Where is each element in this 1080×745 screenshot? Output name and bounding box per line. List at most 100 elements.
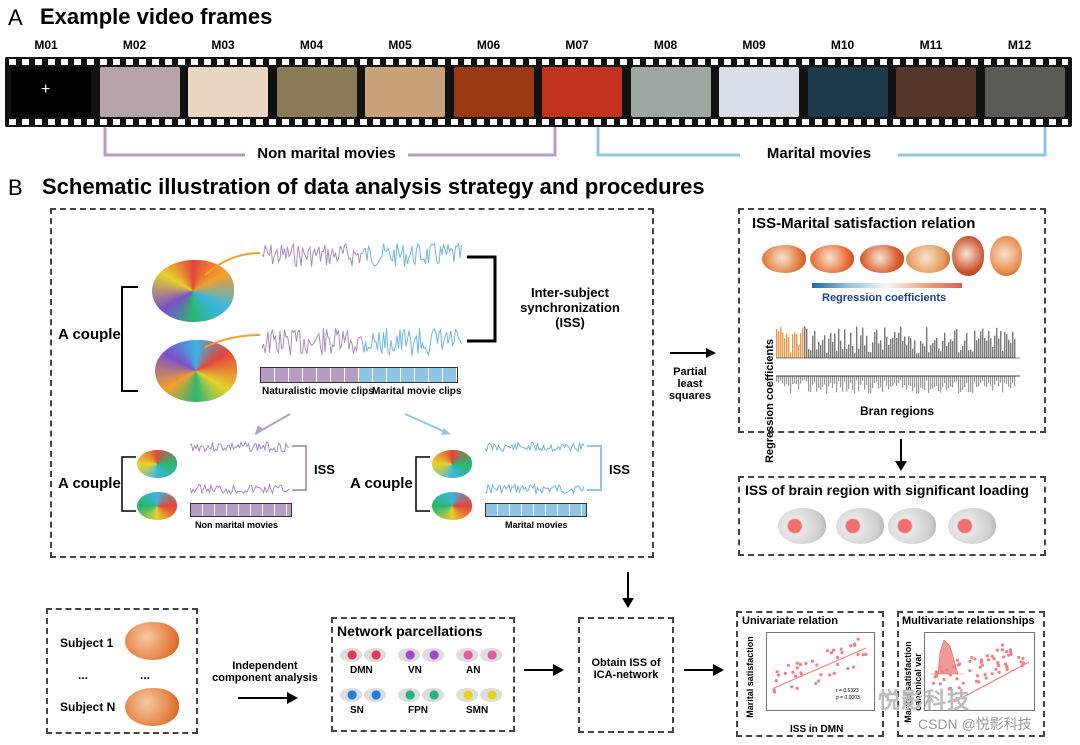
- panel-a-title: Example video frames: [40, 4, 273, 29]
- clips-right-label: Marital movie clips: [372, 386, 462, 397]
- ica-label-line2: component analysis: [212, 672, 318, 684]
- panel-b-letter: B: [8, 175, 23, 200]
- significant-title: ISS of brain region with significant loa…: [745, 482, 1029, 498]
- network-brain-dmn-2: [364, 648, 386, 662]
- sub-brace-right: [415, 456, 430, 512]
- network-label-sn: SN: [350, 705, 364, 716]
- movie-label-m05: M05: [388, 38, 412, 52]
- network-brain-vn: [398, 648, 420, 662]
- significant-brain-2: [836, 508, 884, 544]
- sub-brace-left: [121, 456, 136, 512]
- pls-label-line2: squares: [668, 390, 712, 402]
- network-box: [331, 617, 515, 732]
- subject-1-brain: [125, 622, 179, 660]
- sub-signal-4: [485, 482, 585, 496]
- clip-strip-marital: [359, 368, 457, 382]
- video-frame-m08: [630, 67, 711, 117]
- movie-label-m03: M03: [211, 38, 235, 52]
- network-brain-dmn: [340, 648, 362, 662]
- couple-label: A couple: [58, 326, 121, 343]
- subject-dots-left: ...: [78, 668, 89, 682]
- pls-arrow: [670, 348, 716, 358]
- multivariate-box: [897, 611, 1045, 737]
- down-arrow-2: [622, 572, 634, 608]
- video-frame-m10: [807, 67, 888, 117]
- subject-n-label: Subject N: [60, 700, 116, 714]
- sub-movies-right: Marital movies: [505, 520, 568, 530]
- sub-signal-2: [190, 483, 290, 496]
- subject-n-brain: [125, 688, 179, 726]
- watermark-csdn: CSDN @悦影科技: [918, 716, 1032, 732]
- network-label-an: AN: [466, 665, 481, 676]
- movie-label-m10: M10: [830, 38, 855, 52]
- regression-colorbar-label: Regression coefficients: [822, 292, 947, 304]
- relation-brain-5: [952, 236, 984, 276]
- network-brain-fpn: [398, 688, 420, 702]
- movie-label-m04: M04: [299, 38, 324, 52]
- sub-brain-2: [137, 492, 177, 520]
- relation-brain-1: [762, 245, 806, 273]
- non-marital-bracket-left: [103, 127, 245, 157]
- ica-label: Independent component analysis: [210, 660, 320, 684]
- movie-label-m08: M08: [653, 38, 678, 52]
- significant-box: [738, 476, 1046, 556]
- network-brain-sn-2: [364, 688, 386, 702]
- uni-stats-p: p = 0.0003: [836, 695, 860, 701]
- sub-brain-3: [432, 450, 472, 478]
- univariate-box: [736, 611, 884, 737]
- video-frame-m11: [896, 67, 976, 117]
- significant-brain-3: [888, 508, 936, 544]
- non-marital-bracket-right: [408, 127, 557, 157]
- obtain-label-line2: ICA-network: [593, 669, 659, 681]
- iss-label-line2: synchronization (ISS): [520, 300, 620, 330]
- clip-strip: [260, 367, 458, 383]
- reg-xlabel: Bran regions: [860, 404, 935, 418]
- video-frame-m05: [365, 67, 445, 117]
- significant-brain-4: [948, 508, 996, 544]
- to-obtain-arrow: [524, 664, 564, 676]
- video-frame-m04: [276, 67, 357, 117]
- clip-strip-nonmarital: [261, 368, 359, 382]
- brain-top: [152, 260, 234, 322]
- relation-brain-4: [906, 245, 950, 273]
- brain-bottom: [155, 340, 237, 402]
- video-frame-m09: [719, 67, 799, 117]
- regression-bar-plot: [776, 326, 1020, 394]
- marital-label: Marital movies: [766, 145, 872, 162]
- video-frame-m06: [453, 67, 534, 117]
- split-arrows: [254, 413, 451, 435]
- uni-xlabel: ISS in DMN: [790, 724, 844, 735]
- relation-box: [738, 208, 1046, 433]
- video-frame-m02: [99, 67, 180, 117]
- video-frame-m01: [11, 67, 91, 117]
- obtain-label: Obtain ISS of ICA-network: [580, 657, 672, 681]
- to-relation-arrow: [684, 664, 724, 676]
- ica-arrow: [238, 692, 298, 704]
- group-brackets: [103, 127, 1047, 157]
- multivariate-scatter: [924, 632, 1035, 711]
- iss-bracket: [467, 255, 497, 343]
- panel-a-letter: A: [8, 5, 23, 30]
- panel-b-title: Schematic illustration of data analysis …: [42, 174, 705, 199]
- marital-bracket-right: [898, 127, 1047, 157]
- movie-label-m11: M11: [919, 38, 943, 52]
- watermark: 悦影科技: [878, 688, 971, 713]
- relation-title: ISS-Marital satisfaction relation: [752, 215, 976, 232]
- movie-label-m07: M07: [565, 38, 589, 52]
- network-brain-fpn-2: [422, 688, 444, 702]
- sub-brain-4: [432, 492, 472, 520]
- iss-schematic-box: [50, 208, 654, 558]
- film-strip: +: [5, 57, 1072, 127]
- network-brain-an-2: [480, 648, 502, 662]
- movie-label-m02: M02: [122, 38, 147, 52]
- sub-iss-bracket-left: [292, 445, 307, 491]
- sub-iss-left: ISS: [314, 462, 335, 477]
- sub-couple-left: A couple: [58, 475, 121, 492]
- network-label-vn: VN: [408, 665, 422, 676]
- obtain-label-line1: Obtain ISS of: [591, 657, 661, 669]
- univariate-title: Univariate relation: [742, 615, 838, 627]
- sub-iss-right: ISS: [609, 462, 630, 477]
- video-frame-m12: [984, 67, 1065, 117]
- pls-label-line1: Partial least: [673, 366, 707, 390]
- signal-bottom: [262, 327, 462, 357]
